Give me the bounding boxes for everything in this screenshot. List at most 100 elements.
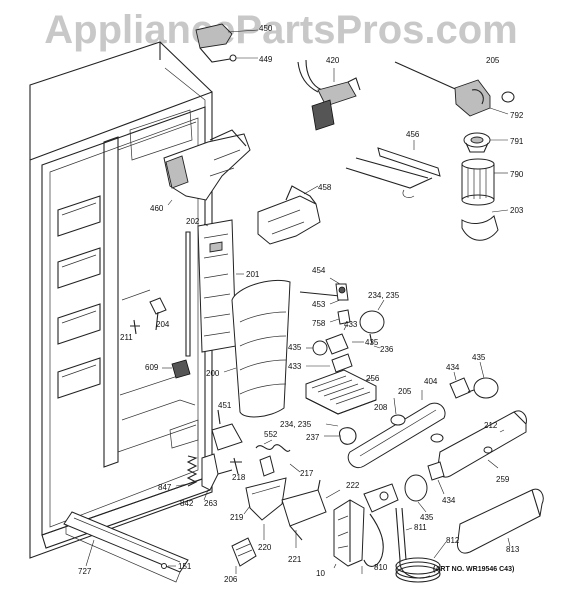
label-236: 236 <box>380 345 394 354</box>
label-151: 151 <box>178 562 192 571</box>
back-wall-top <box>117 121 197 151</box>
label-234-235-bottom: 234, 235 <box>280 420 312 429</box>
label-205-top: 205 <box>486 56 500 65</box>
label-790: 790 <box>510 170 524 179</box>
label-434-bottom: 434 <box>442 496 456 505</box>
label-433-top: 433 <box>344 320 358 329</box>
label-758: 758 <box>312 319 326 328</box>
label-458: 458 <box>318 183 332 192</box>
label-811: 811 <box>414 523 427 532</box>
label-10: 10 <box>316 569 325 578</box>
label-842: 842 <box>180 499 194 508</box>
label-847: 847 <box>158 483 172 492</box>
part-lamps-upper <box>306 325 364 373</box>
part-456-bracket <box>345 140 441 198</box>
strip-202 <box>185 231 191 357</box>
part-236-shield <box>359 299 385 349</box>
label-449: 449 <box>259 55 273 64</box>
label-237: 237 <box>306 433 320 442</box>
label-451: 451 <box>218 401 232 410</box>
cap-205 <box>501 91 515 103</box>
label-435-bottom: 435 <box>420 513 434 522</box>
label-433-bottom: 433 <box>288 362 302 371</box>
part-237-shield <box>324 423 357 445</box>
part-labels: 450 449 420 205 792 791 790 203 456 458 … <box>78 24 524 584</box>
label-234-235-top: 234, 235 <box>368 291 400 300</box>
fresh-food-details <box>121 289 196 421</box>
label-460: 460 <box>150 204 164 213</box>
part-810-motor <box>333 483 399 574</box>
freezer-shelf-1 <box>57 195 101 237</box>
label-204: 204 <box>156 320 170 329</box>
liner-inner <box>49 117 199 528</box>
label-217: 217 <box>300 469 314 478</box>
label-220: 220 <box>258 543 272 552</box>
filter-rod <box>394 61 463 93</box>
label-454: 454 <box>312 266 326 275</box>
center-mullion <box>103 136 119 468</box>
label-435-right: 435 <box>472 353 486 362</box>
part-458-housing <box>257 185 321 245</box>
label-212: 212 <box>484 421 498 430</box>
label-435-mid: 435 <box>365 338 379 347</box>
part-727-grille <box>63 511 189 583</box>
shelf-lips <box>61 202 97 378</box>
label-202: 202 <box>186 217 200 226</box>
fridge-cabinet <box>29 41 213 559</box>
label-812: 812 <box>446 536 460 545</box>
back-wall-bottom <box>117 424 197 453</box>
label-219: 219 <box>230 513 244 522</box>
part-lamps-right <box>449 361 499 399</box>
label-200: 200 <box>206 369 220 378</box>
label-201: 201 <box>246 270 260 279</box>
label-256: 256 <box>366 374 380 383</box>
label-420: 420 <box>326 56 340 65</box>
label-813: 813 <box>506 545 520 554</box>
label-434-top: 434 <box>446 363 460 372</box>
label-203: 203 <box>510 206 524 215</box>
freezer-shelf-2 <box>57 247 101 289</box>
cover-203 <box>461 215 499 241</box>
label-552: 552 <box>264 430 278 439</box>
air-duct-top <box>129 109 193 161</box>
label-263: 263 <box>204 499 218 508</box>
freezer-shelf-3 <box>57 303 101 345</box>
label-205-mid: 205 <box>398 387 412 396</box>
filter-head <box>454 79 491 117</box>
label-453: 453 <box>312 300 326 309</box>
label-221: 221 <box>288 555 302 564</box>
part-200-cover <box>223 279 291 418</box>
label-609: 609 <box>145 363 159 372</box>
part-813-cover <box>457 488 544 554</box>
part-hinge-top <box>195 23 259 63</box>
part-204-211-609 <box>130 297 191 379</box>
part-460-duct <box>163 129 251 206</box>
part-812-tubing <box>395 507 447 583</box>
cabinet-top <box>29 41 213 160</box>
label-222: 222 <box>346 481 360 490</box>
part-404-cover <box>347 390 446 468</box>
label-435-left: 435 <box>288 343 302 352</box>
art-number: (ART NO. WR19546 C43) <box>433 566 514 573</box>
label-211: 211 <box>120 333 133 342</box>
part-420-sensor <box>297 59 361 131</box>
label-791: 791 <box>510 137 524 146</box>
label-218: 218 <box>232 473 246 482</box>
part-256-grille <box>305 369 377 415</box>
label-404: 404 <box>424 377 438 386</box>
label-810: 810 <box>374 563 388 572</box>
top-frame <box>164 67 206 115</box>
part-220-lever <box>231 477 287 574</box>
base-bracket <box>169 419 199 449</box>
part-451-552-bracket <box>211 409 301 477</box>
freezer-shelf-4 <box>57 357 101 399</box>
part-221-222 <box>281 479 341 548</box>
label-792: 792 <box>510 111 524 120</box>
part-filter-assembly <box>394 61 515 241</box>
label-456: 456 <box>406 130 420 139</box>
label-208: 208 <box>374 403 388 412</box>
label-727: 727 <box>78 567 92 576</box>
part-valve-454 <box>299 277 351 325</box>
